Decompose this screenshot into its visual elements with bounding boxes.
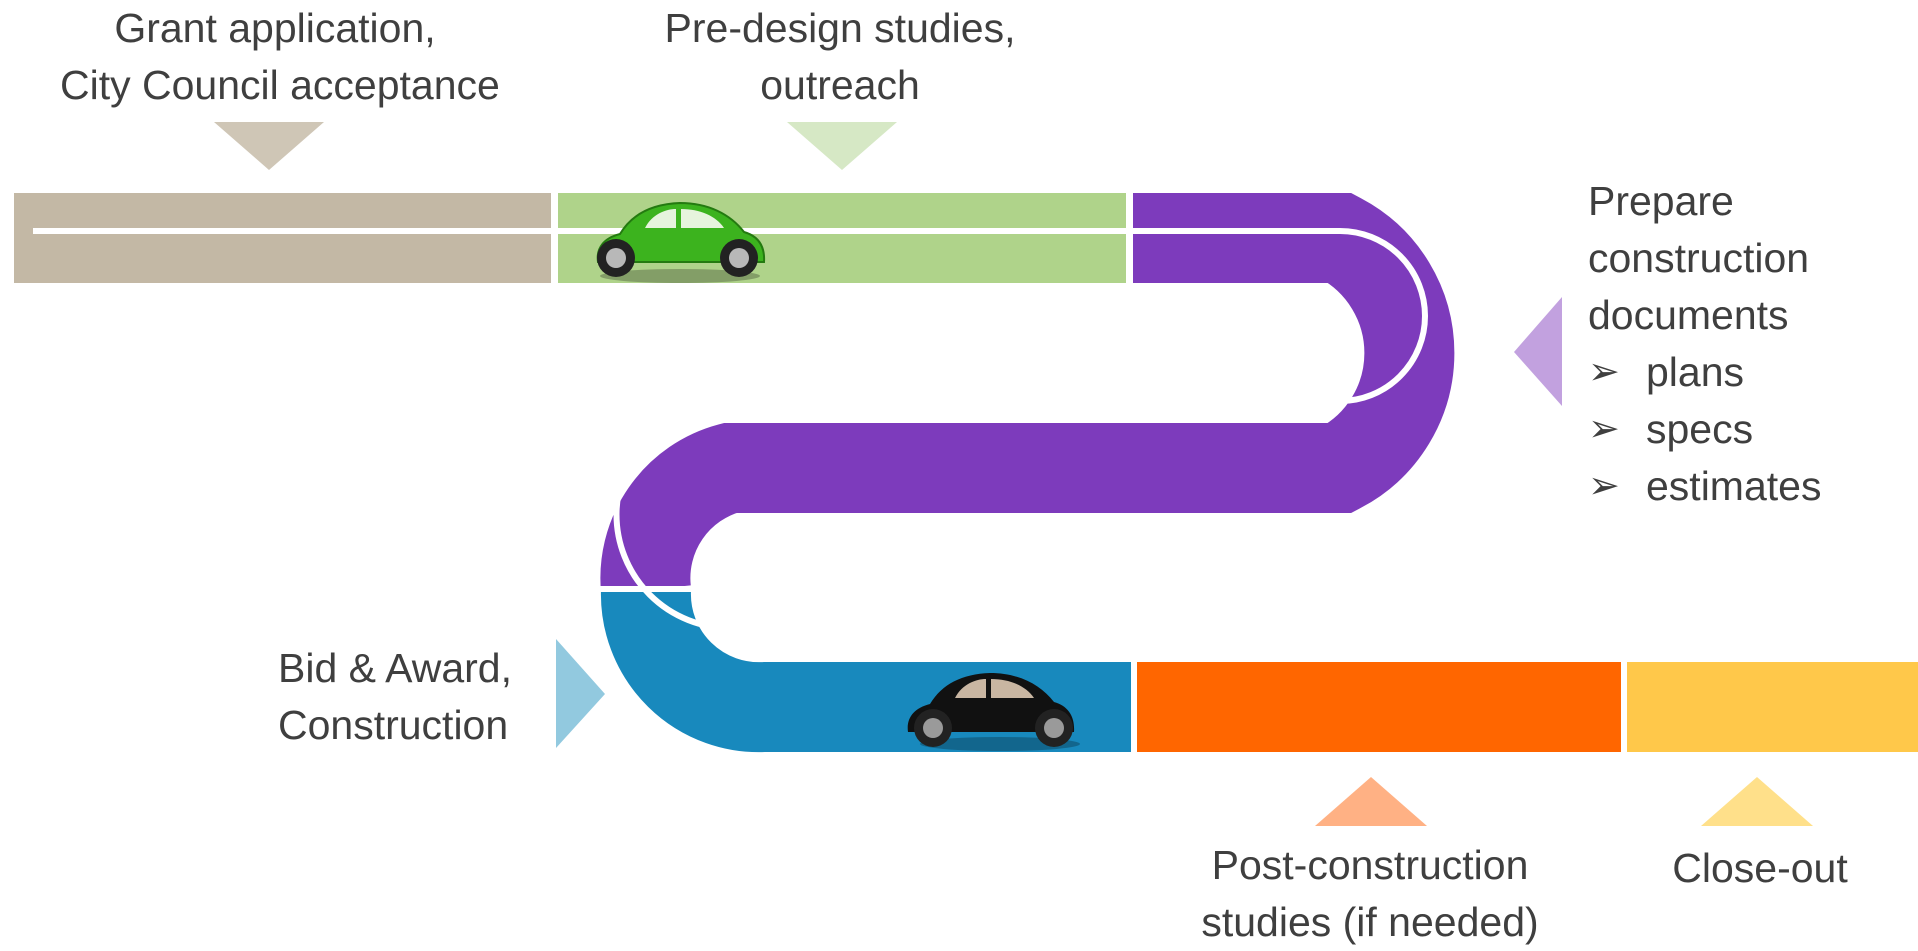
road-segment-prepare: [600, 193, 1455, 595]
post-label-line2: studies (if needed): [1201, 899, 1539, 945]
road-center-line: [33, 228, 1918, 631]
post-marker-icon: [1315, 777, 1427, 826]
grant-label-line1: Grant application,: [114, 5, 436, 51]
bullet-text: estimates: [1646, 463, 1822, 509]
bullet-text: specs: [1646, 406, 1754, 452]
prepare-label-line1: Prepare: [1588, 178, 1734, 224]
closeout-marker-icon: [1701, 777, 1813, 826]
bid-label-line1: Bid & Award,: [278, 645, 512, 691]
road-segment-grant: [14, 193, 553, 283]
bullet-item: ➢ estimates: [1588, 458, 1908, 515]
arrow-bullet-icon: ➢: [1588, 465, 1620, 507]
green-car-icon: [596, 201, 766, 283]
bullet-text: plans: [1646, 349, 1745, 395]
grant-marker-icon: [214, 122, 324, 170]
bid-marker-icon: [556, 639, 605, 748]
prepare-label-line3: documents: [1588, 292, 1789, 338]
post-label-line1: Post-construction: [1211, 842, 1529, 888]
grant-label-line2: City Council acceptance: [60, 62, 500, 108]
closeout-label: Close-out: [1640, 840, 1880, 897]
prepare-marker-icon: [1514, 297, 1562, 406]
road-segment-bid: [600, 588, 1133, 753]
grant-label: Grant application, City Council acceptan…: [60, 0, 500, 114]
prepare-bullet-list: ➢ plans ➢ specs ➢ estimates: [1588, 344, 1908, 515]
bid-label-line2: Construction: [278, 702, 509, 748]
post-label: Post-construction studies (if needed): [1180, 837, 1560, 951]
prepare-label: Prepare construction documents ➢ plans ➢ s…: [1588, 173, 1908, 515]
bullet-item: ➢ specs: [1588, 401, 1908, 458]
road-segment-post: [1137, 662, 1622, 752]
prepare-label-line2: construction: [1588, 235, 1810, 281]
bid-label: Bid & Award, Construction: [278, 640, 548, 754]
predesign-label-line2: outreach: [760, 62, 920, 108]
bullet-item: ➢ plans: [1588, 344, 1908, 401]
black-car-icon: [907, 673, 1080, 751]
road-segment-closeout: [1627, 662, 1918, 752]
segment-separators: [551, 190, 1627, 755]
predesign-label-line1: Pre-design studies,: [664, 5, 1016, 51]
predesign-marker-icon: [787, 122, 897, 170]
predesign-label: Pre-design studies, outreach: [640, 0, 1040, 114]
closeout-label-text: Close-out: [1672, 845, 1848, 891]
arrow-bullet-icon: ➢: [1588, 408, 1620, 450]
arrow-bullet-icon: ➢: [1588, 351, 1620, 393]
